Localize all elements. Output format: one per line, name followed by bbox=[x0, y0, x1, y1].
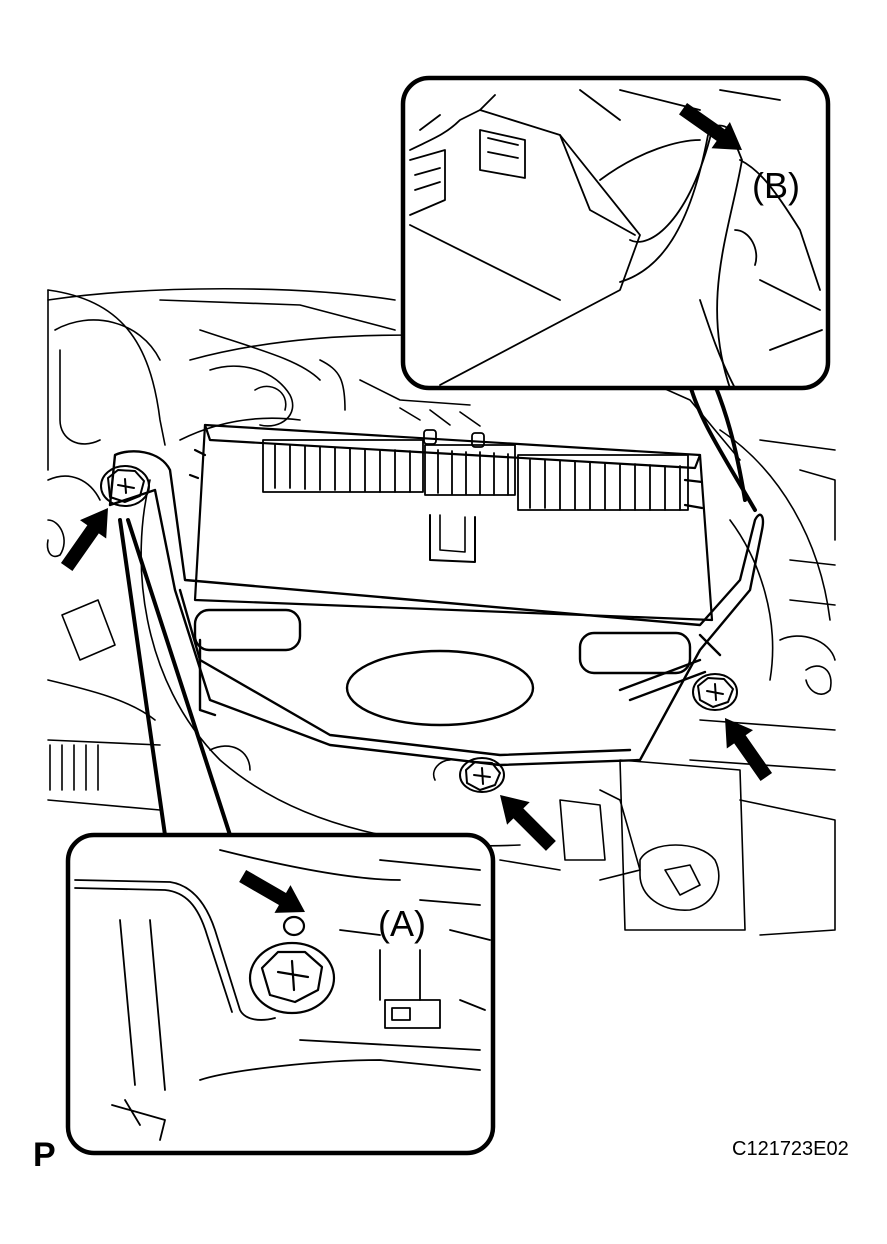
connector-ports bbox=[262, 429, 689, 511]
callout-label-a: (A) bbox=[378, 903, 426, 944]
arrow-icon bbox=[725, 718, 773, 781]
ecu-unit bbox=[188, 423, 714, 622]
arrow-icon bbox=[239, 869, 305, 913]
mounting-bracket bbox=[108, 450, 765, 767]
figure-code: C121723E02 bbox=[732, 1138, 849, 1160]
corner-letter: P bbox=[33, 1136, 56, 1174]
bolt-icon bbox=[248, 941, 336, 1015]
arrow-icon bbox=[500, 795, 556, 851]
inset-detail-a bbox=[65, 832, 496, 1156]
bolt-icon bbox=[459, 757, 505, 793]
arrow-icon bbox=[60, 508, 108, 571]
callout-label-b: (B) bbox=[752, 165, 800, 206]
bracket-oval-hole bbox=[345, 649, 535, 727]
bracket-slot-left bbox=[193, 608, 302, 652]
inset-leaders bbox=[118, 383, 757, 837]
arrow-icon bbox=[679, 102, 742, 150]
bracket-slot-right bbox=[578, 631, 692, 675]
bolt-icon bbox=[692, 673, 738, 711]
inset-detail-b bbox=[400, 75, 831, 391]
bolt-icon bbox=[100, 465, 150, 507]
